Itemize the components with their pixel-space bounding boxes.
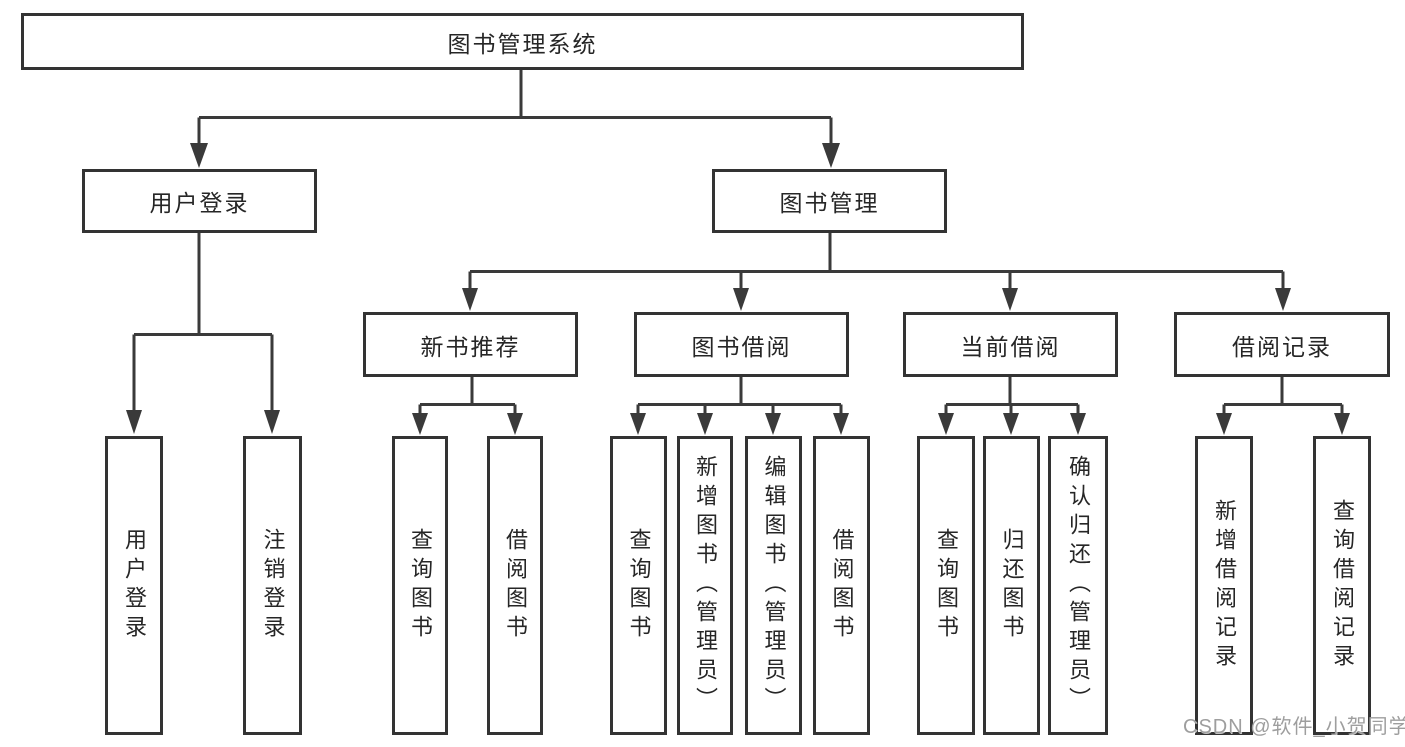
node-label: 用户登录 [149, 190, 250, 216]
leaf-query-books-current: 查询图书 [917, 436, 975, 735]
leaf-borrow-books: 借阅图书 [813, 436, 870, 735]
arrow-down-icon [507, 413, 523, 435]
leaf-add-borrow-record: 新增借阅记录 [1195, 436, 1253, 735]
arrow-down-icon [938, 413, 954, 435]
node-label: 新增图书（管理员） [693, 455, 718, 716]
watermark: CSDN @软件_小贺同学 [1183, 716, 1405, 738]
leaf-edit-book-admin: 编辑图书（管理员） [745, 436, 802, 735]
node-label: 归还图书 [999, 527, 1025, 644]
node-label: 查询图书 [408, 527, 433, 644]
arrow-down-icon [1002, 288, 1018, 311]
connector-line [197, 70, 833, 146]
leaf-borrow-books-recommend: 借阅图书 [487, 436, 543, 735]
node-book-management: 图书管理 [712, 169, 947, 233]
node-label: 注销登录 [260, 527, 286, 644]
node-label: 图书管理 [779, 190, 880, 216]
arrow-down-icon [733, 288, 749, 311]
leaf-user-login: 用户登录 [105, 436, 163, 735]
arrow-down-icon [1070, 413, 1086, 435]
leaf-query-borrow-record: 查询借阅记录 [1313, 436, 1371, 735]
node-label: 新增借阅记录 [1212, 498, 1237, 673]
connector-line [944, 377, 1080, 417]
node-book-borrowing: 图书借阅 [634, 312, 849, 377]
connector-line [468, 233, 1285, 290]
node-label: 借阅图书 [829, 527, 855, 644]
node-current-borrowing: 当前借阅 [903, 312, 1118, 377]
arrow-down-icon [1275, 288, 1291, 311]
node-label: 编辑图书（管理员） [761, 455, 787, 716]
leaf-query-books-borrowing: 查询图书 [610, 436, 667, 735]
node-label: 查询图书 [626, 527, 652, 644]
arrow-down-icon [412, 413, 428, 435]
arrow-down-icon [264, 410, 280, 434]
arrow-down-icon [1003, 413, 1019, 435]
leaf-logout: 注销登录 [243, 436, 302, 735]
connector-line [636, 377, 843, 417]
arrow-down-icon [822, 143, 840, 168]
arrow-down-icon [190, 143, 208, 168]
node-label: 借阅图书 [503, 527, 528, 644]
node-label: 查询借阅记录 [1330, 498, 1355, 673]
node-borrowing-records: 借阅记录 [1174, 312, 1390, 377]
node-label: 查询图书 [934, 527, 959, 644]
node-label: 借阅记录 [1232, 333, 1332, 360]
arrow-down-icon [1216, 413, 1232, 435]
connector-line [418, 377, 517, 417]
arrow-down-icon [833, 413, 849, 435]
node-label: 图书借阅 [691, 333, 792, 360]
leaf-add-book-admin: 新增图书（管理员） [677, 436, 733, 735]
node-user-login: 用户登录 [82, 169, 317, 233]
connector-line [132, 233, 274, 412]
arrow-down-icon [697, 413, 713, 435]
arrow-down-icon [765, 413, 781, 435]
arrow-down-icon [1334, 413, 1350, 435]
leaf-confirm-return-admin: 确认归还（管理员） [1048, 436, 1108, 735]
arrow-down-icon [126, 410, 142, 434]
node-label: 当前借阅 [960, 333, 1061, 360]
node-label: 图书管理系统 [447, 30, 598, 57]
node-label: 确认归还（管理员） [1066, 455, 1091, 716]
leaf-query-books-recommend: 查询图书 [392, 436, 448, 735]
node-label: 用户登录 [122, 527, 147, 644]
leaf-return-book: 归还图书 [983, 436, 1040, 735]
node-library-management-system: 图书管理系统 [21, 13, 1024, 70]
connector-line [1222, 377, 1344, 417]
arrow-down-icon [462, 288, 478, 311]
arrow-down-icon [630, 413, 646, 435]
node-new-book-recommend: 新书推荐 [363, 312, 578, 377]
node-label: 新书推荐 [420, 333, 521, 360]
